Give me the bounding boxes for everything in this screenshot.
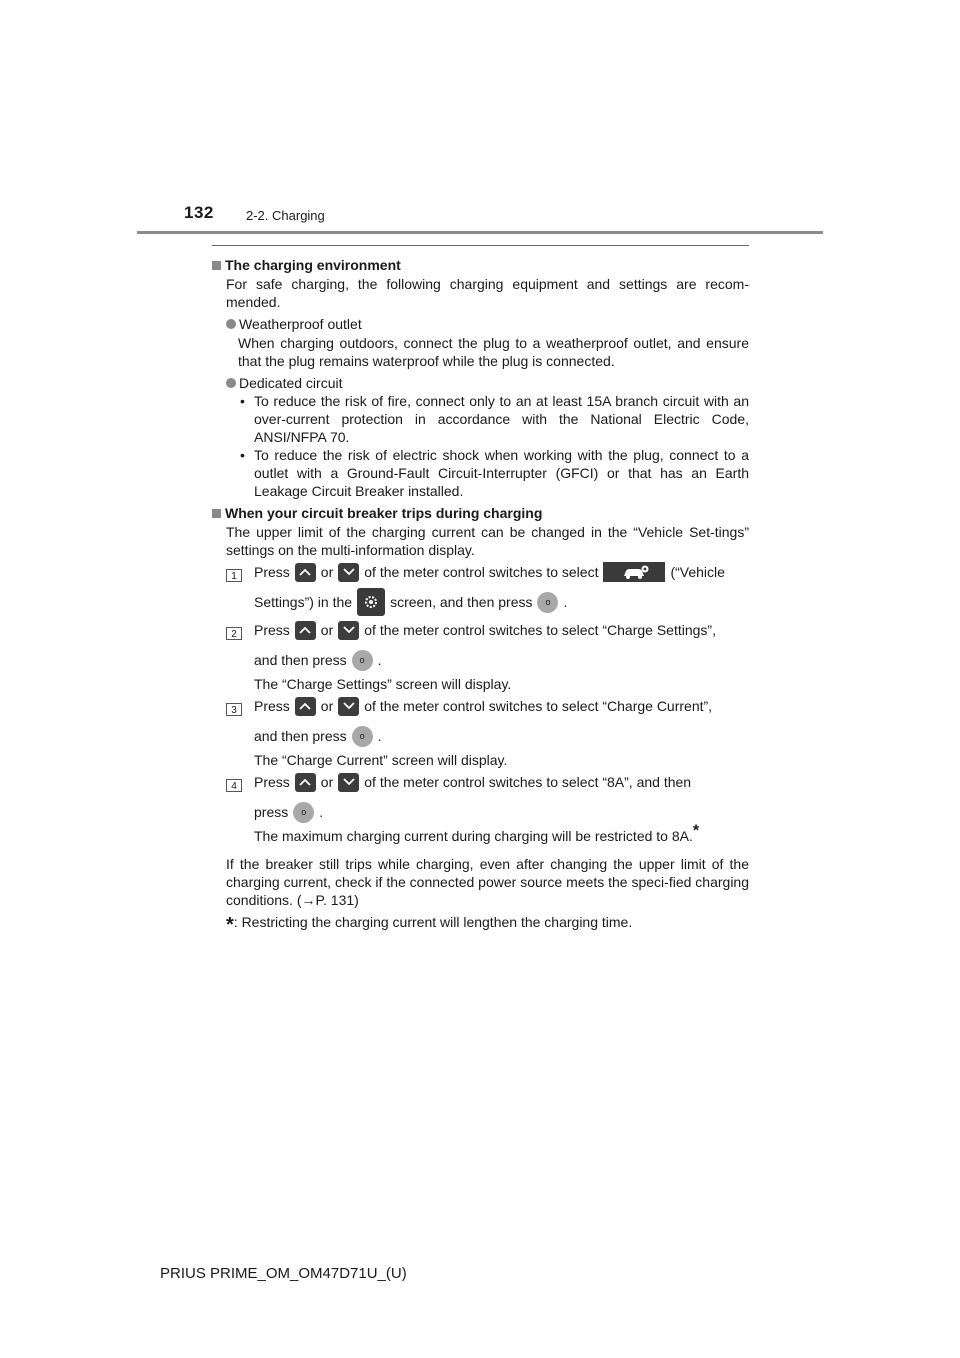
step-result: The “Charge Settings” screen will displa… — [254, 676, 512, 692]
gear-icon — [357, 588, 386, 616]
step-text: . — [319, 804, 324, 820]
header-rule — [137, 231, 823, 234]
vehicle-settings-icon — [603, 562, 666, 582]
chevron-up-icon — [294, 620, 316, 640]
chevron-up-icon — [294, 696, 316, 716]
breaker-body: The upper limit of the charging current … — [212, 523, 749, 936]
manual-code: PRIUS PRIME_OM_OM47D71U_(U) — [160, 1265, 407, 1282]
enter-button-icon: o — [537, 591, 559, 613]
environment-body: For safe charging, the following chargin… — [212, 275, 749, 500]
step-line: Settings”) in the screen, and then press… — [254, 587, 749, 617]
section-label: 2-2. Charging — [246, 208, 325, 223]
step-number: 2 — [226, 627, 242, 640]
section-title: When your circuit breaker trips during c… — [225, 505, 543, 521]
round-bullet-icon — [226, 319, 236, 329]
round-bullet-icon — [226, 378, 236, 388]
square-bullet-icon — [212, 260, 221, 270]
footnote: * : Restricting the charging current wil… — [226, 913, 749, 936]
dot-bullet: • — [240, 447, 245, 463]
sub-rule — [212, 245, 749, 246]
breaker-closing: If the breaker still trips while chargin… — [226, 856, 749, 908]
step-text: . — [377, 728, 382, 744]
step-line: Press or of the meter control switches t… — [254, 557, 749, 587]
section-heading-environment: The charging environment — [212, 256, 749, 274]
step-line: and then press o . — [254, 645, 749, 675]
step-line: Press or of the meter control switches t… — [254, 615, 749, 645]
step-4: 4 Press or of the meter control switches… — [226, 772, 749, 845]
enter-button-icon: o — [351, 725, 373, 747]
weatherproof-title: Weatherproof outlet — [239, 316, 362, 332]
step-2: 2 Press or of the meter control switches… — [226, 620, 749, 693]
step-text: . — [377, 652, 382, 668]
step-text: screen, and then press — [390, 594, 533, 610]
step-text: Press — [254, 622, 290, 638]
dot-bullet: • — [240, 393, 245, 409]
step-text: of the meter control switches to select — [364, 564, 599, 580]
step-number: 4 — [226, 779, 242, 792]
breaker-intro: The upper limit of the charging current … — [226, 524, 749, 558]
section-title: The charging environment — [225, 257, 401, 273]
step-result: The maximum charging current during char… — [254, 823, 749, 845]
page-number: 132 — [184, 203, 214, 222]
step-text: Press — [254, 698, 290, 714]
step-result: The “Charge Current” screen will display… — [254, 752, 508, 768]
dedicated-item-text: To reduce the risk of electric shock whe… — [254, 447, 749, 499]
step-text: of the meter control switches to select … — [364, 622, 716, 638]
step-line: press o . — [254, 797, 749, 827]
dedicated-item: • To reduce the risk of electric shock w… — [226, 446, 749, 500]
step-3: 3 Press or of the meter control switches… — [226, 696, 749, 769]
step-text: and then press — [254, 652, 347, 668]
step-text: of the meter control switches to select … — [364, 774, 692, 790]
chevron-down-icon — [338, 562, 360, 582]
step-body: Press or of the meter control switches t… — [254, 562, 749, 617]
step-text: or — [320, 774, 334, 790]
step-text: of the meter control switches to select … — [364, 698, 713, 714]
step-line: and then press o . — [254, 721, 749, 751]
section-heading-breaker: When your circuit breaker trips during c… — [212, 504, 749, 522]
dedicated-item: • To reduce the risk of fire, connect on… — [226, 392, 749, 446]
step-body: Press or of the meter control switches t… — [254, 620, 749, 693]
step-number: 3 — [226, 703, 242, 716]
step-line: Press or of the meter control switches t… — [254, 691, 749, 721]
step-text: or — [320, 698, 334, 714]
chevron-down-icon — [338, 696, 360, 716]
dedicated-title: Dedicated circuit — [239, 375, 343, 391]
step-text: or — [320, 564, 334, 580]
step-text: or — [320, 622, 334, 638]
footnote-text: : Restricting the charging current will … — [233, 914, 633, 930]
dedicated-item-text: To reduce the risk of fire, connect only… — [254, 393, 749, 445]
step-text: Press — [254, 774, 290, 790]
square-bullet-icon — [212, 508, 221, 518]
step-body: Press or of the meter control switches t… — [254, 696, 749, 769]
environment-intro: For safe charging, the following chargin… — [226, 276, 749, 310]
footnote-star: * — [226, 914, 234, 936]
enter-button-icon: o — [293, 801, 315, 823]
step-1: 1 Press or of the meter control switches… — [226, 562, 749, 617]
step-result-text: The maximum charging current during char… — [254, 828, 693, 844]
step-body: Press or of the meter control switches t… — [254, 772, 749, 845]
weatherproof-text: When charging outdoors, connect the plug… — [238, 335, 749, 369]
chevron-down-icon — [338, 772, 360, 792]
page-content: The charging environment For safe chargi… — [212, 254, 749, 936]
step-line: Press or of the meter control switches t… — [254, 767, 749, 797]
dedicated-heading: Dedicated circuit — [226, 374, 749, 392]
step-text: press — [254, 804, 289, 820]
step-text: and then press — [254, 728, 347, 744]
chevron-up-icon — [294, 562, 316, 582]
page-header: 132 2-2. Charging — [0, 0, 960, 246]
step-text: Settings”) in the — [254, 594, 353, 610]
footnote-marker: * — [692, 822, 700, 840]
step-text: . — [563, 594, 568, 610]
weatherproof-heading: Weatherproof outlet — [226, 315, 749, 333]
enter-button-icon: o — [351, 649, 373, 671]
chevron-up-icon — [294, 772, 316, 792]
step-text: Press — [254, 564, 290, 580]
chevron-down-icon — [338, 620, 360, 640]
step-number: 1 — [226, 569, 242, 582]
step-text: (“Vehicle — [670, 564, 725, 580]
